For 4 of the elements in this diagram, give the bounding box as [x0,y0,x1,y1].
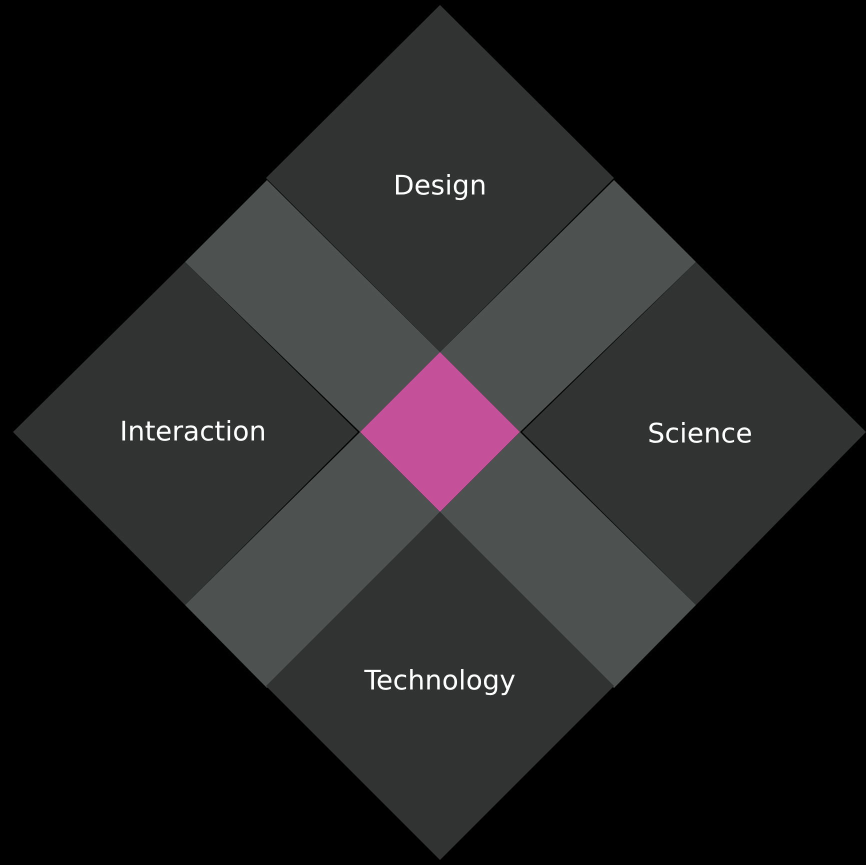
tile-label: Interaction [120,416,266,448]
tile-label: Science [648,418,752,450]
tile-label: Technology [364,666,516,696]
tile-label: Design [393,170,487,202]
